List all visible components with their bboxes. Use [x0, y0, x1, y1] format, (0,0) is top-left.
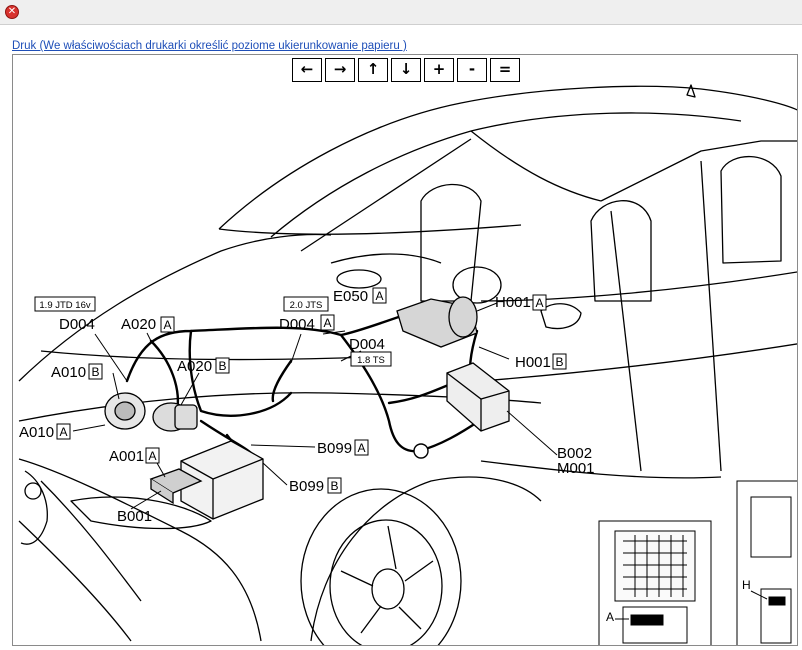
inset-letter-a: A: [606, 610, 614, 624]
label-code: A020: [121, 316, 156, 333]
label-code: E050: [333, 288, 368, 305]
label-code: A010: [51, 364, 86, 381]
engine-tag-jtd: 1.9 JTD 16v: [34, 296, 96, 312]
label-code: B099: [289, 478, 324, 495]
engine-tag-ts18: 1.8 TS: [350, 351, 392, 367]
component-ecu: [446, 362, 510, 432]
diagram-navigation: ← → ↑ ↓ + - =: [292, 58, 520, 82]
inset-leader-h: [750, 590, 768, 600]
label-suffix: A: [163, 318, 171, 332]
engine-tag-ts18-text: 1.8 TS: [357, 355, 385, 366]
component-label-a010-a: A010 A: [19, 423, 71, 441]
label-code: B099: [317, 440, 352, 457]
zoom-out-button[interactable]: -: [457, 58, 487, 82]
label-suffix: A: [357, 441, 365, 455]
label-code: H001: [495, 294, 531, 311]
component-label-b001: B001: [117, 508, 152, 525]
diagram-frame: H A: [12, 54, 798, 646]
pan-left-button[interactable]: ←: [292, 58, 322, 82]
label-code: B002: [557, 445, 592, 462]
component-starter: [152, 402, 198, 432]
label-suffix: A: [375, 289, 383, 303]
component-label-a010-b: A010 B: [51, 363, 103, 381]
component-label-h001-b: H001 B: [515, 353, 567, 371]
print-link[interactable]: Druk (We właściwościach drukarki określi…: [12, 40, 407, 52]
component-label-b099-a: B099 A: [317, 439, 369, 457]
pan-right-button[interactable]: →: [325, 58, 355, 82]
leader-lines: [72, 302, 558, 510]
component-battery: [180, 440, 264, 520]
close-icon[interactable]: ✕: [5, 5, 19, 19]
wiring-grommet: [413, 443, 429, 459]
component-label-h001-a: H001 A: [495, 294, 547, 311]
label-suffix: B: [91, 365, 99, 379]
label-suffix: A: [323, 316, 331, 330]
pan-up-button[interactable]: ↑: [358, 58, 388, 82]
label-suffix: B: [218, 359, 226, 373]
engine-tag-jtd-text: 1.9 JTD 16v: [39, 300, 90, 311]
component-label-d004-jts20: D004 A: [279, 314, 335, 333]
window-titlebar: ✕: [0, 0, 802, 25]
label-code: D004: [349, 336, 385, 353]
fuse-box-inset: [598, 480, 797, 645]
label-suffix: A: [148, 449, 156, 463]
inset-letter-h: H: [742, 578, 751, 592]
component-label-d004-jtd: D004: [59, 316, 95, 333]
component-label-b002: B002: [557, 445, 592, 462]
zoom-in-button[interactable]: +: [424, 58, 454, 82]
wiring-diagram: H A: [18, 84, 797, 645]
label-suffix: A: [59, 425, 67, 439]
pan-down-button[interactable]: ↓: [391, 58, 421, 82]
label-code: H001: [515, 354, 551, 371]
label-code: D004: [59, 316, 95, 333]
label-code: A010: [19, 424, 54, 441]
component-label-a020-a: A020 A: [121, 316, 175, 333]
component-label-e050: E050 A: [333, 287, 387, 305]
component-label-a020-b: A020 B: [177, 357, 230, 375]
label-code: A001: [109, 448, 144, 465]
component-label-b099-b: B099 B: [289, 477, 342, 495]
label-code: A020: [177, 358, 212, 375]
component-label-m001: M001: [557, 460, 595, 477]
label-code: M001: [557, 460, 595, 477]
label-code: B001: [117, 508, 152, 525]
component-dashboard-module: [396, 296, 478, 348]
zoom-reset-button[interactable]: =: [490, 58, 520, 82]
label-code: D004: [279, 316, 315, 333]
engine-tag-jts20: 2.0 JTS: [283, 296, 329, 312]
component-label-d004-ts18: D004: [349, 336, 385, 353]
component-alternator: [104, 392, 146, 430]
component-label-a001: A001 A: [109, 447, 160, 465]
label-suffix: B: [330, 479, 338, 493]
label-suffix: B: [555, 355, 563, 369]
label-suffix: A: [535, 296, 543, 310]
engine-tag-jts20-text: 2.0 JTS: [290, 300, 323, 311]
